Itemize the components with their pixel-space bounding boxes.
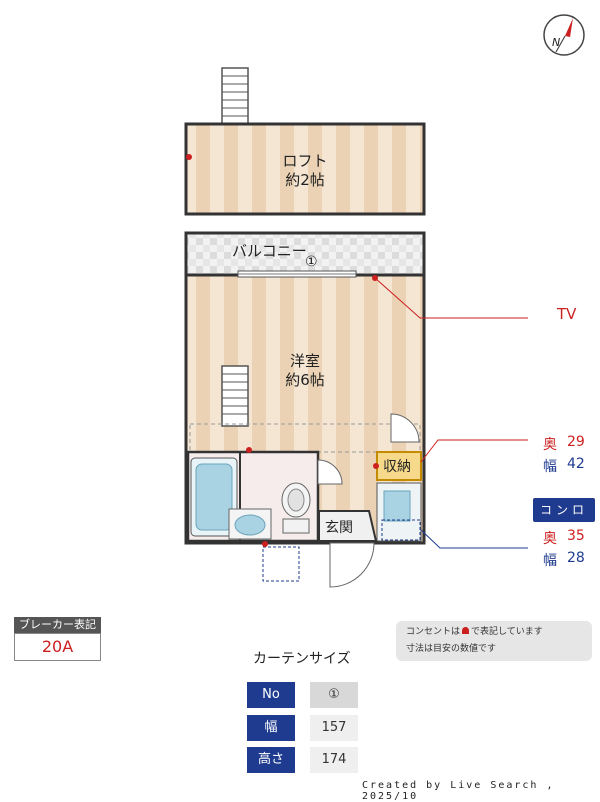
front-door-swing [329, 542, 375, 588]
curtain-height-value: 174 [310, 747, 358, 773]
curtain-no-label: No [247, 682, 295, 708]
outlet-loft [186, 154, 192, 160]
storage-depth: 奥 29 [543, 434, 585, 454]
entrance-label: 玄関 [325, 520, 353, 536]
curtain-no-value: ① [310, 682, 358, 708]
storage-width-value: 42 [567, 456, 585, 472]
window-number: ① [305, 254, 318, 270]
western-label: 洋室 約6帖 [270, 352, 340, 390]
room-ladder [221, 365, 249, 427]
loft-size: 約2帖 [285, 171, 325, 189]
washbasin [228, 508, 272, 540]
konro-leader [420, 529, 528, 549]
storage-width: 幅 42 [543, 456, 585, 476]
compass-icon [543, 14, 585, 56]
western-name: 洋室 [289, 352, 320, 370]
outside-box-1 [262, 546, 300, 582]
bathtub [190, 457, 238, 537]
outlet-bath [246, 447, 252, 453]
storage-box [376, 451, 422, 481]
loft-name: ロフト [282, 152, 328, 170]
balcony-label: バルコニー [232, 242, 307, 260]
toilet [281, 482, 311, 534]
balcony-window [237, 270, 357, 278]
tv-leader [374, 277, 528, 319]
kitchen [376, 482, 422, 542]
curtain-width-value: 157 [310, 715, 358, 741]
konro-depth: 奥 35 [543, 528, 585, 548]
outlet-storage [373, 463, 379, 469]
storage-width-label: 幅 [543, 459, 557, 475]
storage-depth-value: 29 [567, 434, 585, 450]
tv-label: TV [557, 305, 577, 323]
western-size: 約6帖 [285, 371, 325, 389]
credit-text: Created by Live Search , 2025/10 [362, 780, 555, 802]
breaker-title: ブレーカー表記 [14, 617, 101, 633]
storage-depth-label: 奥 [543, 437, 557, 453]
outlet-outside [262, 541, 268, 547]
konro-depth-value: 35 [567, 528, 585, 544]
breaker-value: 20A [14, 633, 101, 661]
note-line-2: 寸法は目安の数値です [406, 644, 497, 654]
konro-width: 幅 28 [543, 550, 585, 570]
note-line-1-pre: コンセントは [406, 627, 461, 637]
loft-label: ロフト 約2帖 [270, 152, 340, 190]
loft-room [184, 122, 426, 216]
note-line-1-post: で表記しています [471, 627, 543, 637]
storage-label: 収納 [383, 459, 411, 475]
note-line-1: コンセントはで表記しています [406, 624, 582, 641]
storage-door-swing [390, 413, 420, 443]
compass-label: N [552, 36, 561, 49]
notes-box: コンセントはで表記しています 寸法は目安の数値です [396, 621, 592, 661]
bath-door-swing [317, 459, 343, 485]
storage-leader [420, 439, 528, 463]
konro-badge: コンロ [533, 498, 595, 522]
outlet-marker-icon [462, 627, 470, 634]
curtain-title: カーテンサイズ [253, 651, 351, 667]
balcony-area [184, 231, 426, 277]
curtain-height-label: 高さ [247, 747, 295, 773]
loft-ladder-top [221, 67, 249, 125]
konro-depth-label: 奥 [543, 531, 557, 547]
entrance-area [318, 510, 378, 542]
konro-width-label: 幅 [543, 553, 557, 569]
konro-width-value: 28 [567, 550, 585, 566]
curtain-width-label: 幅 [247, 715, 295, 741]
